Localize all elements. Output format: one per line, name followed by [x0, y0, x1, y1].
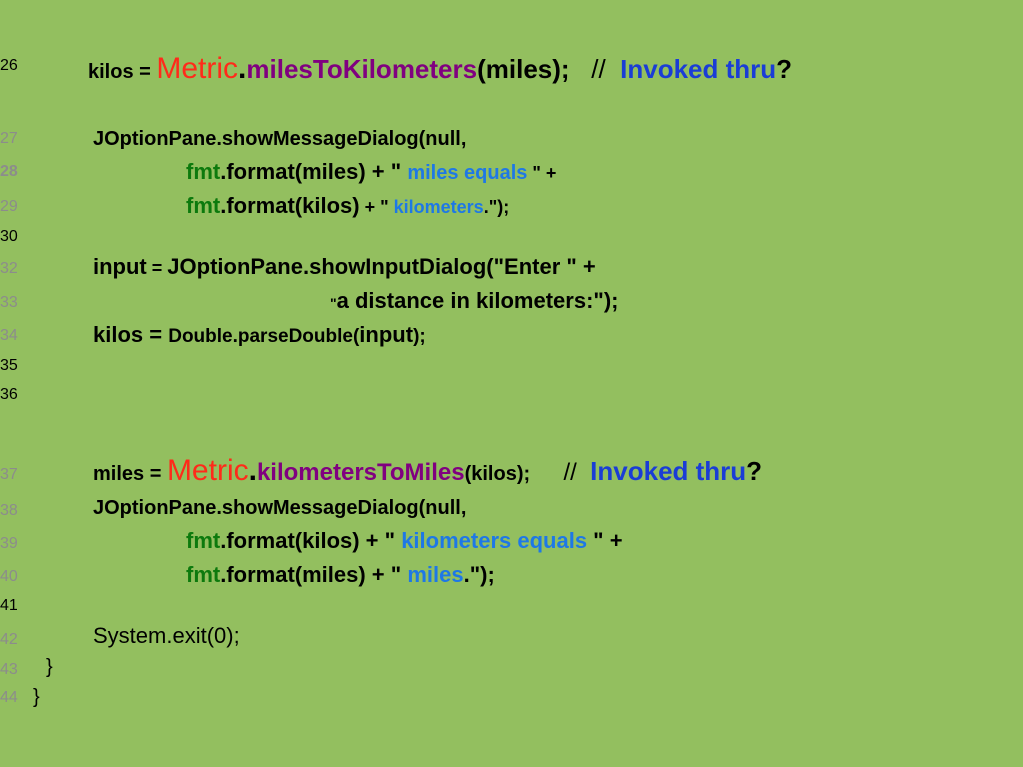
code-line: System.exit(0);	[93, 623, 240, 649]
code-token: fmt	[186, 528, 221, 553]
line-number: 27	[0, 130, 18, 147]
line-number: 30	[0, 228, 18, 245]
code-line: kilos = Double.parseDouble(input);	[93, 322, 426, 348]
line-number: 36	[0, 386, 18, 403]
code-token: milesToKilometers	[246, 54, 478, 84]
line-number: 26	[0, 57, 18, 74]
code-token: System.exit(0);	[93, 623, 240, 648]
code-token: );	[413, 326, 426, 347]
code-token: .format(miles) + "	[220, 562, 408, 587]
line-number: 37	[0, 466, 18, 483]
line-number: 39	[0, 535, 18, 552]
code-token: .format(miles) + "	[220, 159, 408, 184]
line-number: 42	[0, 631, 18, 648]
code-token: kilos =	[88, 61, 157, 83]
code-token: JOptionPane.showMessageDialog(null,	[93, 128, 467, 150]
code-token: .format(kilos)	[220, 193, 360, 218]
code-token: " +	[527, 163, 557, 183]
code-token: kilometers equals	[401, 528, 588, 553]
code-token: JOptionPane.showMessageDialog(null,	[93, 497, 467, 519]
line-number: 38	[0, 502, 18, 519]
code-token: a distance in kilometers:");	[336, 288, 619, 313]
code-token: input	[359, 322, 414, 347]
code-token: .	[248, 454, 257, 487]
code-token: fmt	[186, 562, 221, 587]
code-token: " +	[587, 528, 623, 553]
code-token: (kilos);	[464, 463, 531, 485]
code-token: Metric	[166, 454, 249, 487]
line-number: 40	[0, 568, 18, 585]
line-number: 29	[0, 198, 18, 215]
code-token: miles equals	[407, 162, 528, 184]
code-token: + "	[359, 197, 394, 217]
code-token: JOptionPane.showInputDialog("Enter " +	[167, 254, 596, 279]
code-token: Metric	[156, 52, 239, 85]
code-token: input	[93, 254, 147, 279]
code-token: }	[33, 686, 40, 708]
code-line: JOptionPane.showMessageDialog(null,	[93, 128, 466, 151]
code-token: ?	[746, 456, 763, 486]
line-number: 41	[0, 597, 18, 614]
line-number: 33	[0, 294, 18, 311]
code-line: input = JOptionPane.showInputDialog("Ent…	[93, 254, 596, 280]
code-token: fmt	[186, 159, 221, 184]
code-line: kilos = Metric.milesToKilometers(miles);…	[88, 52, 792, 86]
line-number: 34	[0, 327, 18, 344]
code-token: kilometers	[393, 197, 484, 217]
code-line: miles = Metric.kilometersToMiles(kilos);…	[93, 454, 762, 488]
code-token: .");	[463, 562, 495, 587]
code-line: JOptionPane.showMessageDialog(null,	[93, 497, 466, 520]
code-token: Invoked thru	[620, 54, 777, 84]
code-token: miles	[407, 562, 464, 587]
code-token: miles =	[93, 463, 167, 485]
code-line: fmt.format(kilos) + " kilometers equals …	[186, 528, 623, 554]
code-token: Invoked thru	[590, 456, 747, 486]
code-token: fmt	[186, 193, 221, 218]
code-token: kilos =	[93, 322, 169, 347]
code-line: "a distance in kilometers:");	[330, 288, 618, 314]
line-number: 32	[0, 260, 18, 277]
code-token: ?	[776, 54, 793, 84]
line-number: 35	[0, 357, 18, 374]
code-token: Double.parseDouble(	[168, 326, 360, 347]
line-number: 28	[0, 163, 18, 180]
line-number: 43	[0, 661, 18, 678]
code-token: .");	[483, 197, 510, 217]
code-line: }	[46, 656, 53, 679]
code-line: }	[33, 686, 40, 709]
code-token: "	[330, 295, 337, 311]
code-token: //	[530, 459, 591, 486]
code-token: //	[569, 54, 621, 84]
code-token: kilometersToMiles	[256, 459, 465, 486]
code-line: fmt.format(miles) + " miles.");	[186, 562, 495, 588]
code-token: (miles);	[477, 54, 570, 84]
code-token: }	[46, 656, 53, 678]
code-token: .format(kilos) + "	[220, 528, 402, 553]
code-line: fmt.format(miles) + " miles equals " +	[186, 159, 556, 185]
code-line: fmt.format(kilos) + " kilometers.");	[186, 193, 509, 219]
code-token: =	[146, 258, 168, 278]
code-token: .	[238, 52, 247, 85]
line-number: 44	[0, 689, 18, 706]
